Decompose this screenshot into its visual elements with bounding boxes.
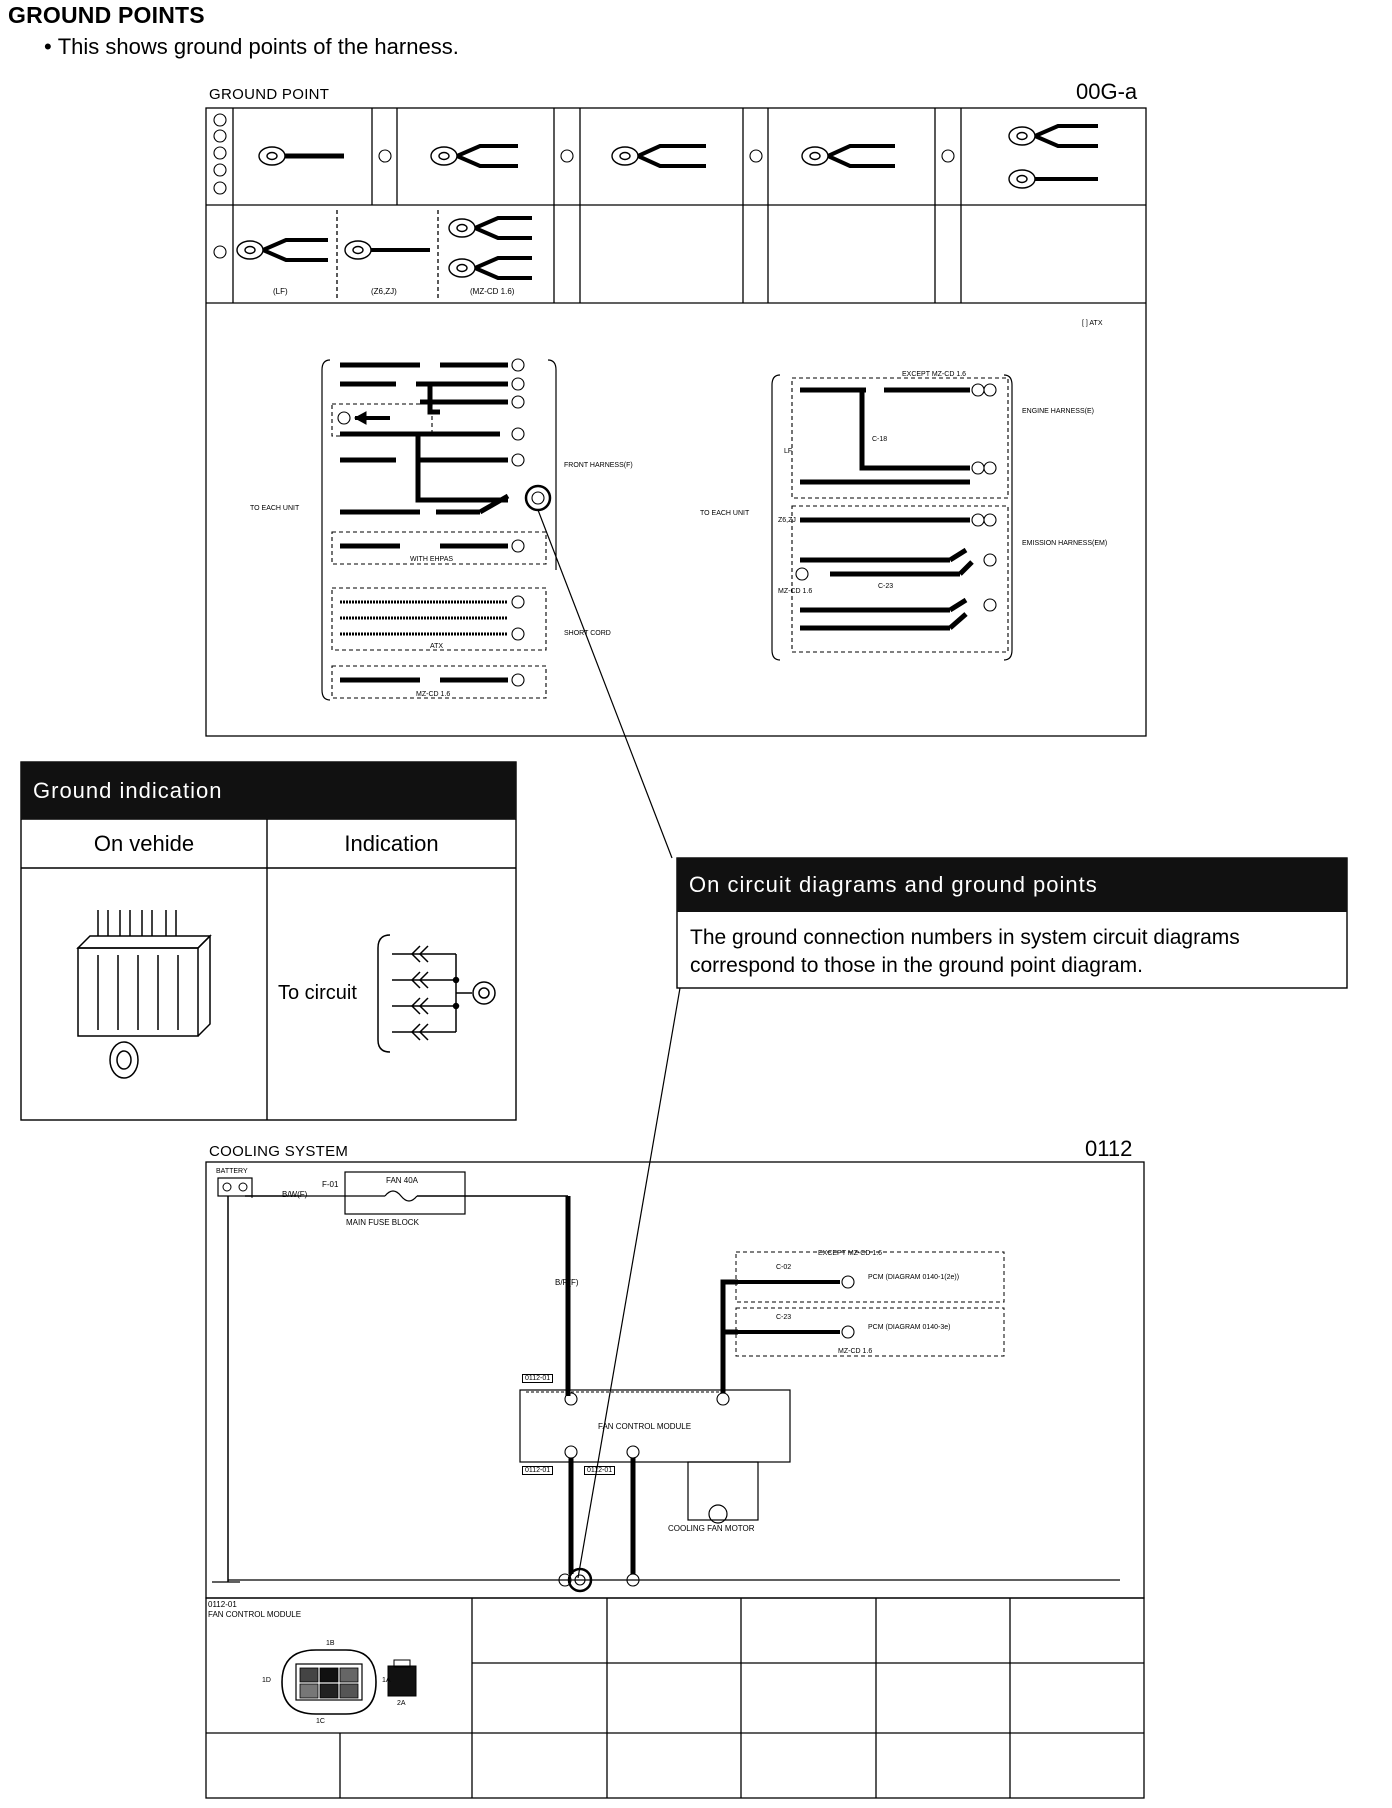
left-atx: ATX [430, 643, 444, 650]
mz-note: MZ-CD 1.6 [838, 1348, 873, 1355]
battery-illustration [76, 910, 212, 1079]
callout-leader-lines [537, 509, 681, 1579]
wire-bw-label: B/W(F) [282, 1190, 308, 1199]
fan-control-module-label: FAN CONTROL MODULE [598, 1422, 692, 1431]
right-engine-harness: ENGINE HARNESS(E) [1022, 408, 1094, 415]
c23-label: C-23 [776, 1314, 792, 1321]
right-except-note: EXCEPT MZ-CD 1.6 [902, 371, 967, 378]
c02-label: C-02 [776, 1264, 792, 1271]
callout-title: On circuit diagrams and ground points [677, 858, 1347, 912]
pin-1c: 1C [316, 1718, 325, 1725]
connector-caption: FAN CONTROL MODULE [208, 1610, 302, 1619]
page-title: GROUND POINTS [8, 2, 205, 28]
right-lf: LF [784, 448, 793, 455]
ground-point-code: 00G-a [1076, 79, 1138, 104]
right-c18: C-18 [872, 436, 888, 443]
bullet-icon: • [44, 34, 52, 59]
right-to-each-unit: TO EACH UNIT [700, 510, 750, 517]
page-subtitle: •This shows ground points of the harness… [44, 34, 459, 60]
cooling-fan-motor-label: COOLING FAN MOTOR [668, 1524, 755, 1533]
fuse-block-label: MAIN FUSE BLOCK [346, 1218, 419, 1227]
f01-label: F-01 [322, 1180, 339, 1189]
connector-ref-bottom-a: 0112-01 [522, 1466, 554, 1475]
ground-point-frame [205, 107, 1147, 737]
ground-point-label: GROUND POINT [209, 86, 330, 103]
col-indication: Indication [344, 830, 439, 856]
cooling-system-code: 0112 [1085, 1136, 1133, 1161]
right-c23: C-23 [878, 583, 894, 590]
cooling-system-frame [205, 1161, 1145, 1799]
terminal-rings [236, 124, 1098, 280]
col-on-vehicle: On vehide [93, 830, 195, 856]
variant-label-z6zj: (Z6,ZJ) [371, 287, 397, 296]
variant-label-mzcd: (MZ-CD 1.6) [470, 287, 515, 296]
left-harness-group [321, 358, 557, 701]
right-harness-group [771, 374, 1013, 661]
connector-ref-top: 0112-01 [522, 1374, 554, 1383]
wire-br-label: B/R(F) [555, 1278, 579, 1287]
left-short-cord: SHORT CORD [564, 630, 611, 637]
pin-1d: 1D [262, 1677, 271, 1684]
page-subtitle-text: This shows ground points of the harness. [57, 34, 459, 59]
pcm2-label: PCM (DIAGRAM 0140-3e) [868, 1324, 951, 1331]
pcm1-label: PCM (DIAGRAM 0140-1(2e)) [868, 1274, 960, 1281]
left-mz-cd: MZ-CD 1.6 [416, 691, 451, 698]
right-z6zj: Z6,ZJ [778, 517, 796, 524]
left-front-harness: FRONT HARNESS(F) [564, 462, 633, 469]
right-emission-harness: EMISSION HARNESS(EM) [1022, 540, 1108, 547]
cooling-wiring [212, 1171, 1120, 1715]
pin-2a: 2A [397, 1700, 406, 1707]
variant-label-lf: (LF) [273, 287, 288, 296]
fuse-label: FAN 40A [386, 1176, 419, 1185]
pin-1a: 1A [382, 1677, 391, 1684]
ground-number-column [213, 113, 955, 259]
connector-ref-bottom-b: 0112-01 [584, 1466, 616, 1475]
left-with-ehpas: WITH EHPAS [410, 556, 454, 563]
connector-ref-caption: 0112-01 [208, 1600, 237, 1609]
left-to-each-unit: TO EACH UNIT [250, 505, 300, 512]
battery-label: BATTERY [216, 1168, 248, 1175]
pin-1b: 1B [326, 1640, 335, 1647]
cooling-system-label: COOLING SYSTEM [209, 1143, 349, 1160]
atx-note: [ ] ATX [1082, 320, 1103, 327]
ground-indication-title: Ground indication [21, 762, 516, 819]
right-mz-cd: MZ-CD 1.6 [778, 588, 813, 595]
ground-symbol-icon [377, 934, 496, 1053]
to-circuit-label: To circuit [278, 982, 357, 1004]
callout-body: The ground connection numbers in system … [690, 926, 1240, 977]
except-note: EXCEPT MZ-CD 1.6 [818, 1250, 883, 1257]
